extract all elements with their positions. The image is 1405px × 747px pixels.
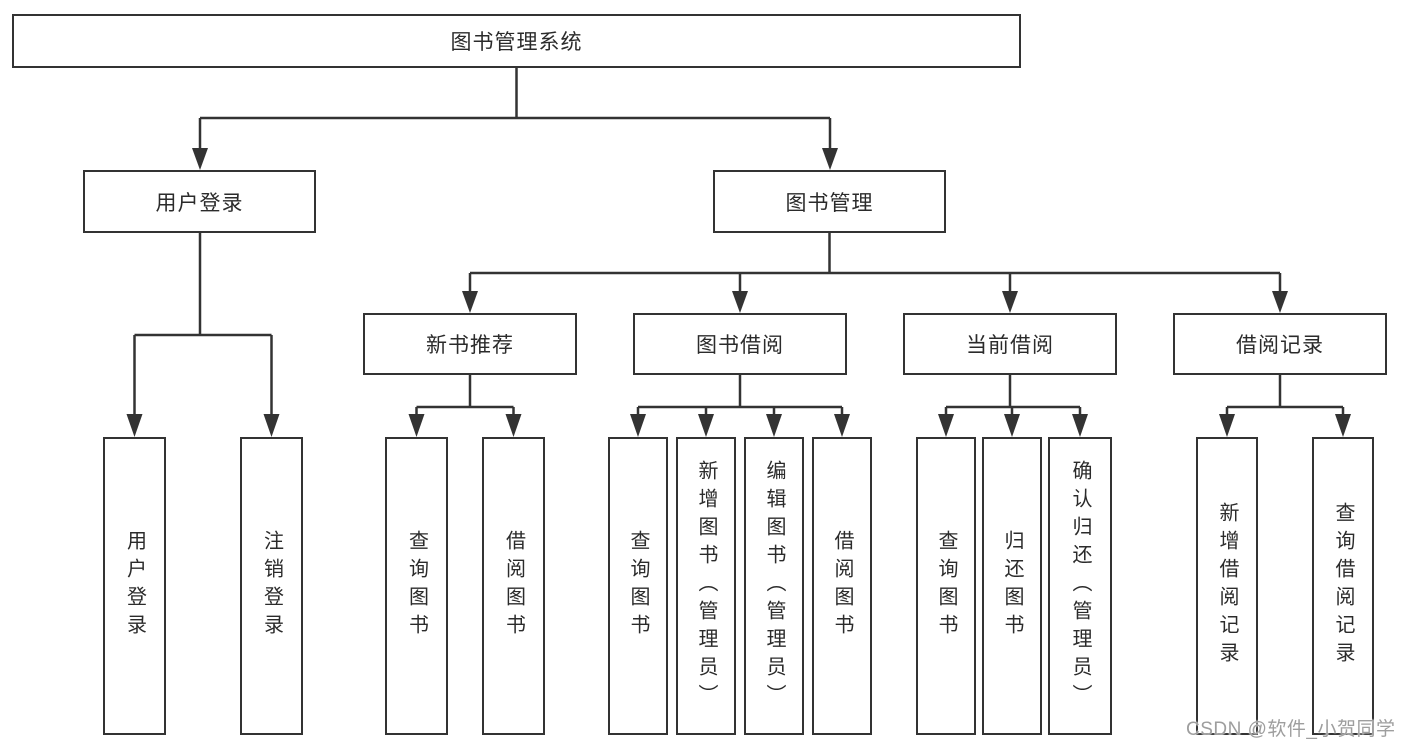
- leaf-user-login-label: 用户登录: [123, 530, 146, 642]
- leaf-query-books-2: 查询图书: [608, 437, 668, 735]
- leaf-borrow-books-2: 借阅图书: [812, 437, 872, 735]
- leaf-query-books-3-label: 查询图书: [935, 530, 957, 642]
- connector-root-to-level2: [198, 68, 832, 150]
- node-book-borrow: 图书借阅: [633, 313, 847, 375]
- leaf-add-borrow-record-label: 新增借阅记录: [1216, 502, 1238, 670]
- leaf-return-book-label: 归还图书: [1001, 530, 1023, 642]
- leaf-borrow-books: 借阅图书: [482, 437, 545, 735]
- leaf-logout-label: 注销登录: [260, 530, 283, 642]
- node-book-management: 图书管理: [713, 170, 946, 233]
- node-book-management-label: 图书管理: [785, 191, 874, 215]
- node-user-login: 用户登录: [83, 170, 316, 233]
- leaf-query-borrow-record-label: 查询借阅记录: [1332, 502, 1354, 670]
- leaf-edit-book-admin-label: 编辑图书（管理员）: [763, 460, 785, 712]
- node-root: 图书管理系统: [12, 14, 1021, 68]
- arrowheads: [126, 148, 1351, 437]
- leaf-logout: 注销登录: [240, 437, 303, 735]
- connector-book-borrow-children: [636, 375, 844, 416]
- leaf-return-book: 归还图书: [982, 437, 1042, 735]
- node-current-borrow: 当前借阅: [903, 313, 1117, 375]
- leaf-confirm-return-admin: 确认归还（管理员）: [1048, 437, 1112, 735]
- connector-book-mgmt-children: [468, 233, 1282, 293]
- connector-current-borrow-children: [944, 375, 1082, 416]
- leaf-query-books-label: 查询图书: [405, 530, 428, 642]
- node-borrow-records: 借阅记录: [1173, 313, 1387, 375]
- connector-new-book-children: [415, 375, 515, 416]
- leaf-add-borrow-record: 新增借阅记录: [1196, 437, 1258, 735]
- node-new-book-recommend-label: 新书推荐: [426, 334, 514, 357]
- leaf-query-books-2-label: 查询图书: [627, 530, 649, 642]
- leaf-confirm-return-admin-label: 确认归还（管理员）: [1069, 460, 1091, 712]
- node-user-login-label: 用户登录: [155, 191, 244, 215]
- leaf-borrow-books-2-label: 借阅图书: [831, 530, 853, 642]
- leaf-query-books: 查询图书: [385, 437, 448, 735]
- connector-borrow-records-children: [1225, 375, 1345, 416]
- node-borrow-records-label: 借阅记录: [1236, 334, 1324, 357]
- connector-user-login-children: [133, 233, 273, 416]
- node-book-borrow-label: 图书借阅: [696, 334, 784, 357]
- leaf-query-borrow-record: 查询借阅记录: [1312, 437, 1374, 735]
- node-new-book-recommend: 新书推荐: [363, 313, 577, 375]
- leaf-add-book-admin-label: 新增图书（管理员）: [695, 460, 717, 712]
- leaf-user-login: 用户登录: [103, 437, 166, 735]
- csdn-watermark: CSDN @软件_小贺同学: [1186, 719, 1396, 740]
- leaf-borrow-books-label: 借阅图书: [502, 530, 525, 642]
- leaf-edit-book-admin: 编辑图书（管理员）: [744, 437, 804, 735]
- leaf-add-book-admin: 新增图书（管理员）: [676, 437, 736, 735]
- node-root-label: 图书管理系统: [450, 31, 583, 54]
- leaf-query-books-3: 查询图书: [916, 437, 976, 735]
- node-current-borrow-label: 当前借阅: [966, 334, 1054, 357]
